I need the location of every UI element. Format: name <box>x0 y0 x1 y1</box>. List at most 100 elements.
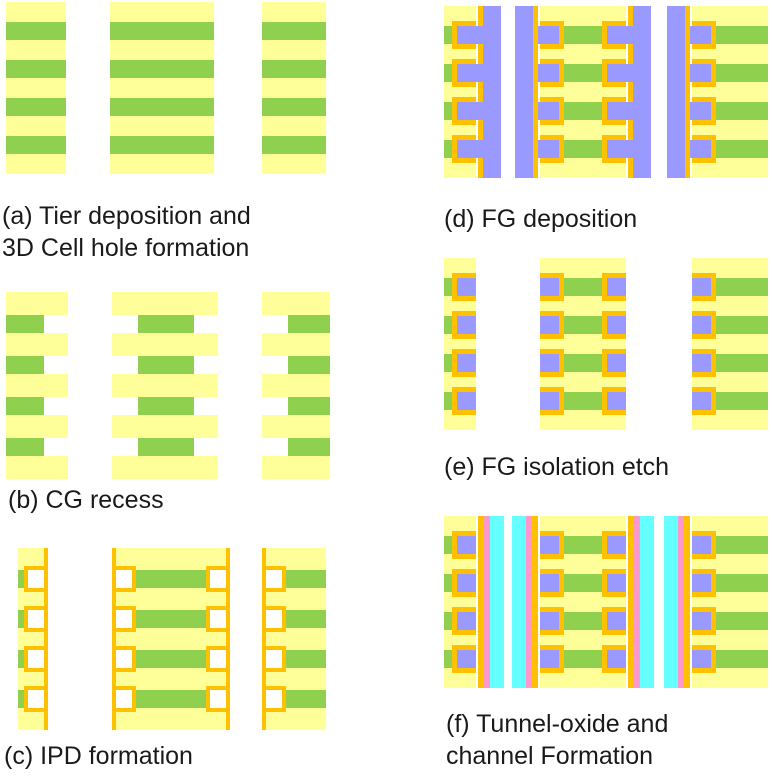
tier-oxide-layer <box>112 415 218 438</box>
ipd-liner <box>206 588 230 592</box>
channel <box>664 516 678 688</box>
control-gate-layer <box>6 136 66 154</box>
ipd-liner <box>206 566 230 570</box>
tier-oxide-layer <box>112 588 230 610</box>
hole-liner <box>628 516 634 688</box>
tier-oxide-layer <box>6 456 68 479</box>
floating-gate <box>540 278 559 296</box>
ipd-liner <box>44 548 48 730</box>
floating-gate <box>692 536 711 554</box>
floating-gate-fill <box>667 6 685 178</box>
tier-oxide-layer <box>262 415 330 438</box>
control-gate-layer <box>136 570 206 588</box>
floating-gate <box>457 278 476 296</box>
ipd-liner <box>206 686 230 690</box>
tier-oxide-layer <box>18 668 48 690</box>
tier-oxide-layer <box>112 456 218 479</box>
ipd-liner <box>206 686 210 712</box>
ipd-liner <box>24 686 28 712</box>
tier-oxide-layer <box>262 374 330 397</box>
control-gate-layer <box>6 60 66 78</box>
control-gate-layer <box>6 98 66 116</box>
floating-gate <box>457 612 476 630</box>
cell-hole <box>626 258 692 430</box>
ipd-liner <box>24 628 48 632</box>
recessed-control-gate <box>288 397 330 415</box>
ipd-liner <box>206 606 230 610</box>
channel <box>512 516 526 688</box>
floating-gate <box>607 612 626 630</box>
tier-oxide-layer <box>112 292 218 315</box>
control-gate-layer <box>262 136 326 154</box>
recessed-control-gate <box>138 315 194 333</box>
tier-oxide-layer <box>262 456 330 479</box>
tier-oxide-layer <box>6 415 68 438</box>
tier-oxide-layer <box>18 588 48 610</box>
caption-f-line2: channel Formation <box>446 742 653 770</box>
control-gate-layer <box>18 570 24 588</box>
control-gate-layer <box>286 650 326 668</box>
ipd-liner <box>282 646 286 672</box>
floating-gate <box>607 26 633 44</box>
panel-d-fg-deposition <box>444 6 768 178</box>
control-gate-layer <box>136 690 206 708</box>
ipd-liner <box>262 548 266 730</box>
ipd-liner <box>112 646 136 650</box>
ipd-liner <box>112 708 136 712</box>
ipd-liner <box>226 548 230 730</box>
channel <box>490 516 504 688</box>
floating-gate <box>607 354 626 372</box>
floating-gate <box>538 102 559 120</box>
panel-c-ipd-formation <box>18 548 326 730</box>
caption-d: (d) FG deposition <box>444 205 637 233</box>
recessed-control-gate <box>6 438 44 456</box>
recessed-control-gate <box>6 315 44 333</box>
floating-gate <box>692 650 711 668</box>
ipd-liner <box>206 566 210 592</box>
ipd-liner <box>24 646 28 672</box>
floating-gate <box>540 392 559 410</box>
recessed-control-gate <box>6 356 44 374</box>
control-gate-layer <box>262 60 326 78</box>
ipd-liner <box>132 646 136 672</box>
floating-gate <box>692 278 711 296</box>
control-gate-layer <box>110 22 214 40</box>
floating-gate <box>607 102 633 120</box>
floating-gate <box>540 574 559 592</box>
hole-liner <box>532 516 538 688</box>
control-gate-layer <box>286 610 326 628</box>
floating-gate <box>457 574 476 592</box>
tier-oxide-layer <box>18 628 48 650</box>
floating-gate <box>538 26 559 44</box>
recessed-control-gate <box>138 356 194 374</box>
tier-oxide-layer <box>262 668 326 690</box>
floating-gate <box>607 140 633 158</box>
ipd-liner <box>24 708 48 712</box>
panel-f-tunnel-oxide-channel <box>444 516 768 688</box>
ipd-liner <box>112 566 136 570</box>
ipd-liner <box>112 628 136 632</box>
ipd-liner <box>206 708 230 712</box>
control-gate-layer <box>136 610 206 628</box>
caption-c: (c) IPD formation <box>4 742 193 770</box>
ipd-liner <box>24 686 48 690</box>
ipd-liner <box>112 548 116 730</box>
ipd-liner <box>24 566 28 592</box>
recessed-control-gate <box>288 438 330 456</box>
floating-gate <box>457 316 476 334</box>
tier-oxide-layer <box>112 548 230 570</box>
caption-a-line1: (a) Tier deposition and <box>2 202 251 230</box>
hole-liner <box>684 516 690 688</box>
tier-oxide-layer <box>112 333 218 356</box>
control-gate-layer <box>262 98 326 116</box>
control-gate-layer <box>18 610 24 628</box>
tunnel-oxide <box>526 516 532 688</box>
panel-a-tier-deposition <box>6 2 326 174</box>
floating-gate <box>692 354 711 372</box>
floating-gate <box>607 392 626 410</box>
tier-oxide-layer <box>6 292 68 315</box>
floating-gate <box>540 650 559 668</box>
caption-f-line1: (f) Tunnel-oxide and <box>446 710 668 738</box>
tunnel-oxide <box>634 516 640 688</box>
floating-gate <box>607 574 626 592</box>
